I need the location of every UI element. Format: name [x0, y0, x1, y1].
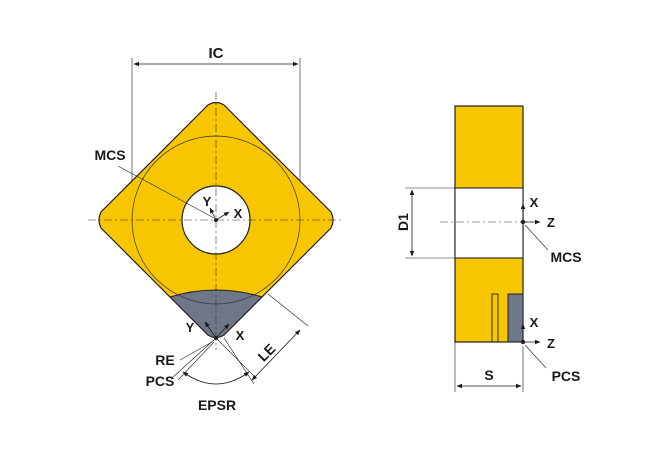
- side-pcs-x-label: X: [530, 315, 539, 330]
- re-leader: [179, 341, 213, 361]
- re-label: RE: [155, 352, 174, 368]
- side-mcs-leader: [524, 224, 549, 251]
- tip-y-label: Y: [186, 320, 195, 335]
- le-extension-top: [267, 293, 309, 327]
- d1-label: D1: [395, 213, 411, 231]
- mcs-leader: [117, 165, 215, 219]
- side-cutting-tip: [507, 293, 524, 343]
- epsr-angle-arc: [182, 371, 250, 385]
- epsr-label: EPSR: [198, 397, 236, 413]
- side-hole-section: [454, 187, 524, 259]
- side-mcs-z-label: Z: [547, 215, 555, 230]
- side-pcs-leader: [524, 344, 547, 369]
- s-label: S: [484, 367, 493, 383]
- center-y-axis: [209, 207, 217, 221]
- pcs-label: PCS: [146, 373, 175, 389]
- front-view: IC MCS Y X Y X RE PCS: [88, 45, 344, 413]
- side-pcs-label: PCS: [552, 368, 581, 384]
- epsr-extension-right: [215, 337, 257, 379]
- mcs-label: MCS: [94, 147, 125, 163]
- side-view: D1 X Z MCS X Z PCS S: [395, 105, 582, 392]
- center-y-label: Y: [203, 194, 212, 209]
- mcs-origin-point: [214, 218, 218, 222]
- side-mcs-x-label: X: [530, 195, 539, 210]
- center-x-axis: [215, 211, 230, 221]
- tip-x-label: X: [236, 328, 245, 343]
- center-x-label: X: [234, 206, 243, 221]
- side-mcs-label: MCS: [550, 249, 581, 265]
- tip-x-axis: [215, 323, 230, 339]
- side-pcs-z-label: Z: [547, 336, 555, 351]
- ic-label: IC: [209, 45, 224, 62]
- epsr-extension-left: [171, 337, 217, 379]
- cutting-tip: [169, 289, 263, 338]
- le-label: LE: [254, 340, 278, 364]
- tip-y-axis: [204, 321, 217, 339]
- pcs-leader: [177, 341, 215, 381]
- le-dimension-line: [251, 329, 301, 381]
- side-chipbreaker-groove: [491, 293, 499, 343]
